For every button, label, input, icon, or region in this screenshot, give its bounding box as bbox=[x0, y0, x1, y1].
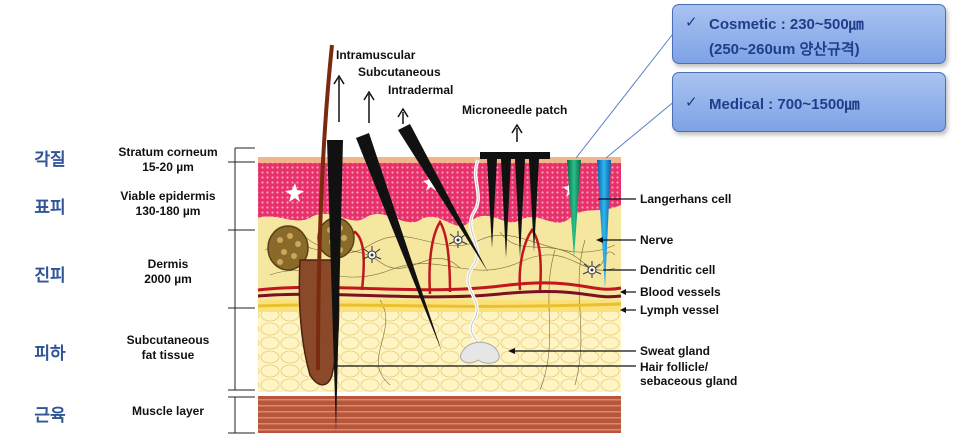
label-hair-follicle-line2: sebaceous gland bbox=[640, 374, 738, 388]
korean-label-epidermis: 표피 bbox=[34, 198, 66, 218]
korean-label-stratum: 각질 bbox=[34, 150, 66, 170]
layer-label-muscle-name: Muscle layer bbox=[131, 404, 205, 418]
layer-label-stratum-thickness: 15-20 µm bbox=[142, 160, 194, 174]
microneedle-patch bbox=[480, 152, 550, 258]
label-dendritic-cell: Dendritic cell bbox=[640, 263, 716, 277]
layer-label-stratum-name: Stratum corneum bbox=[118, 145, 218, 159]
cosmetic-microneedle bbox=[567, 160, 581, 258]
lymph-vessel bbox=[257, 302, 622, 308]
label-lymph-vessel: Lymph vessel bbox=[640, 303, 719, 317]
label-hair-follicle: Hair follicle/ sebaceous gland bbox=[640, 360, 737, 388]
korean-label-dermis: 진피 bbox=[34, 266, 66, 286]
medical-connector bbox=[605, 99, 677, 159]
cosmetic-connector bbox=[575, 29, 677, 159]
intramuscular-needle bbox=[327, 140, 343, 432]
injection-arrows bbox=[333, 74, 523, 142]
label-intradermal: Intradermal bbox=[388, 83, 454, 97]
dendritic-cells bbox=[362, 231, 602, 278]
medical-range: Medical : 700~1500㎛ bbox=[709, 96, 860, 113]
hair-shaft bbox=[316, 44, 334, 371]
korean-label-muscle: 근육 bbox=[34, 406, 66, 426]
label-pointers bbox=[336, 198, 636, 367]
layer-label-dermis: Dermis 2000 µm bbox=[106, 257, 230, 287]
layer-label-muscle: Muscle layer bbox=[106, 404, 230, 419]
intradermal-needle bbox=[398, 124, 488, 272]
korean-label-subcutaneous: 피하 bbox=[34, 344, 66, 364]
layer-label-epidermis-thickness: 130-180 µm bbox=[135, 204, 201, 218]
layer-bracket bbox=[228, 147, 255, 434]
subcutaneous-needle bbox=[356, 133, 442, 352]
layer-label-subcutaneous-name: Subcutaneous bbox=[126, 333, 210, 347]
layer-label-epidermis: Viable epidermis 130-180 µm bbox=[106, 189, 230, 219]
medical-callout: ✓ Medical : 700~1500㎛ bbox=[672, 72, 946, 132]
label-nerve: Nerve bbox=[640, 233, 674, 247]
layer-label-epidermis-name: Viable epidermis bbox=[120, 189, 216, 203]
layer-label-subcutaneous: Subcutaneous fat tissue bbox=[106, 333, 230, 363]
layer-label-dermis-thickness: 2000 µm bbox=[144, 272, 192, 286]
label-hair-follicle-line1: Hair follicle/ bbox=[640, 360, 709, 374]
label-blood-vessels: Blood vessels bbox=[640, 285, 721, 299]
stratum-corneum bbox=[258, 157, 621, 163]
medical-microneedle bbox=[597, 160, 611, 288]
label-langerhans-cell: Langerhans cell bbox=[640, 192, 732, 206]
layer-label-dermis-name: Dermis bbox=[147, 257, 189, 271]
layer-label-subcutaneous-desc: fat tissue bbox=[141, 348, 195, 362]
muscle-layer bbox=[258, 396, 621, 433]
label-sweat-gland: Sweat gland bbox=[640, 344, 711, 358]
sweat-gland bbox=[460, 341, 500, 364]
check-icon: ✓ bbox=[685, 14, 698, 31]
cosmetic-callout: ✓ Cosmetic : 230~500㎛ (250~260um 양산규격) bbox=[672, 4, 946, 64]
label-subcutaneous: Subcutaneous bbox=[358, 65, 441, 79]
check-icon: ✓ bbox=[685, 94, 698, 111]
label-microneedle-patch: Microneedle patch bbox=[462, 103, 568, 117]
cosmetic-spec: (250~260um 양산규격) bbox=[709, 41, 860, 58]
layer-label-stratum: Stratum corneum 15-20 µm bbox=[106, 145, 230, 175]
cosmetic-range: Cosmetic : 230~500㎛ bbox=[709, 16, 864, 33]
label-intramuscular: Intramuscular bbox=[336, 48, 416, 62]
